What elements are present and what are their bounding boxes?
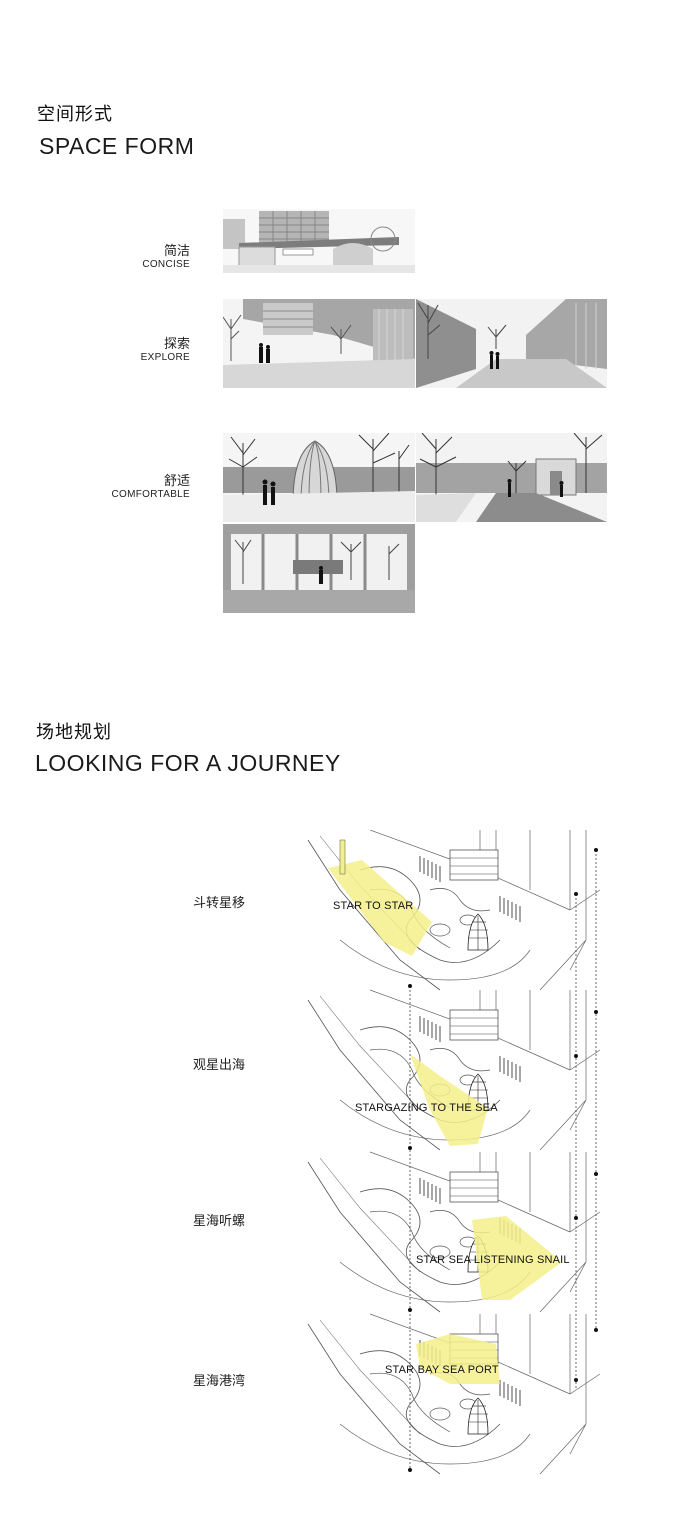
label-explore-cn: 探索	[163, 337, 190, 352]
render-comfortable-walkway	[416, 433, 607, 522]
section2-title-en: LOOKING FOR A JOURNEY	[35, 750, 341, 776]
render-explore-canopy	[223, 299, 415, 388]
diagram-label-cn-3: 星海听螺	[193, 1214, 246, 1229]
label-explore-en: EXPLORE	[140, 352, 190, 363]
label-comfortable-cn: 舒适	[163, 474, 190, 489]
render-comfortable-interior	[223, 524, 415, 613]
section2-title-cn: 场地规划	[36, 722, 112, 743]
diagram-label-cn-2: 观星出海	[193, 1058, 246, 1073]
diagram-label-en-2: STARGAZING TO THE SEA	[355, 1102, 498, 1114]
diagram-label-cn-4: 星海港湾	[193, 1374, 246, 1389]
label-comfortable-en: COMFORTABLE	[111, 489, 190, 500]
section1-title-en: SPACE FORM	[39, 133, 195, 159]
site-plan-axonometric	[307, 830, 601, 1475]
label-concise-cn: 简洁	[163, 244, 190, 259]
render-concise-canopy	[223, 209, 415, 273]
render-comfortable-pavilion	[223, 433, 415, 522]
diagram-label-en-1: STAR TO STAR	[333, 900, 414, 912]
diagram-label-cn-1: 斗转星移	[193, 896, 246, 911]
label-concise-en: CONCISE	[142, 259, 190, 270]
diagram-label-en-4: STAR BAY SEA PORT	[385, 1364, 499, 1376]
render-explore-path	[416, 299, 607, 388]
section1-title-cn: 空间形式	[37, 104, 113, 125]
diagram-label-en-3: STAR SEA LISTENING SNAIL	[416, 1254, 570, 1266]
